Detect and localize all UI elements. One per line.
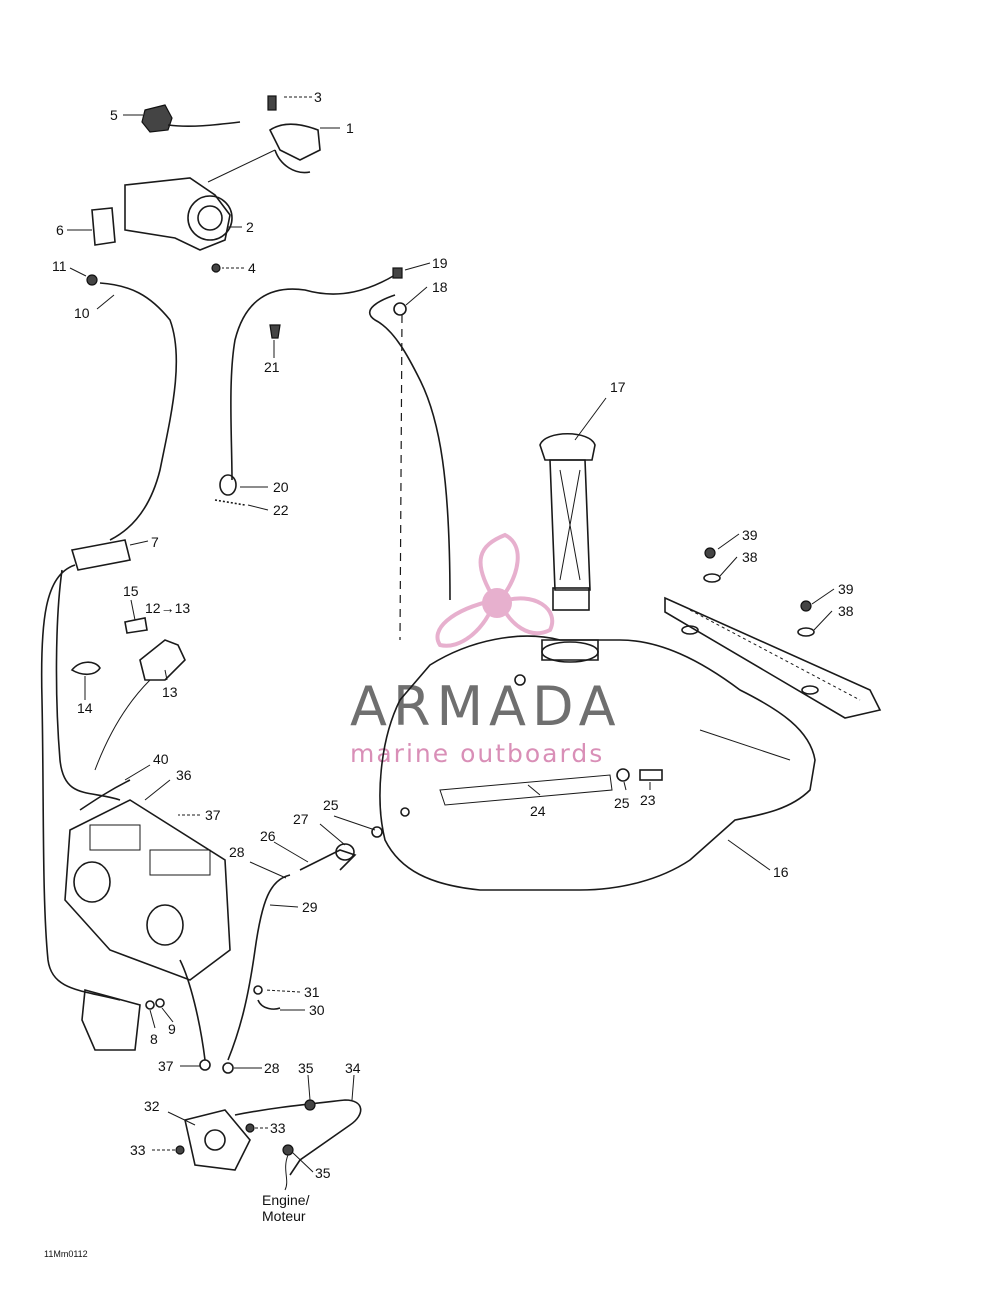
label-39b: 39 (838, 581, 854, 597)
label-28b: 28 (264, 1060, 280, 1076)
label-39a: 39 (742, 527, 758, 543)
tank-hardware (616, 768, 663, 782)
label-9: 9 (168, 1021, 176, 1037)
carburetor-assembly (64, 779, 231, 981)
label-22: 22 (273, 502, 289, 518)
label-25b: 25 (614, 795, 630, 811)
engine-label-line2: Moteur (262, 1208, 306, 1224)
label-6: 6 (56, 222, 64, 238)
label-32: 32 (144, 1098, 160, 1114)
label-13: 13 (162, 684, 178, 700)
label-15: 15 (123, 583, 139, 599)
label-37b: 37 (158, 1058, 174, 1074)
mounting-rail (664, 547, 882, 719)
label-5: 5 (110, 107, 118, 123)
label-26: 26 (260, 828, 276, 844)
label-33a: 33 (130, 1142, 146, 1158)
label-27: 27 (293, 811, 309, 827)
armada-propeller-logo (435, 532, 554, 648)
engine-label-line1: Engine/ (262, 1192, 310, 1208)
label-35a: 35 (298, 1060, 314, 1076)
fuel-tank (379, 635, 816, 891)
label-31: 31 (304, 984, 320, 1000)
label-29: 29 (302, 899, 318, 915)
label-17: 17 (610, 379, 626, 395)
label-28a: 28 (229, 844, 245, 860)
label-7: 7 (151, 534, 159, 550)
label-35b: 35 (315, 1165, 331, 1181)
fuel-lines-and-pump (81, 826, 383, 1191)
label-11: 11 (52, 258, 67, 274)
label-3: 3 (314, 89, 322, 105)
label-8: 8 (150, 1031, 158, 1047)
label-38b: 38 (838, 603, 854, 619)
label-2: 2 (246, 219, 254, 235)
label-33b: 33 (270, 1120, 286, 1136)
throttle-cable (40, 274, 178, 1001)
label-23: 23 (640, 792, 656, 808)
throttle-handle-assembly (91, 95, 321, 273)
label-40: 40 (153, 751, 169, 767)
label-25a: 25 (323, 797, 339, 813)
label-12-to-13: 12→13 (145, 600, 190, 616)
part-labels: 3 1 5 2 6 4 11 10 19 18 21 17 20 22 39 3… (44, 89, 854, 1259)
label-1: 1 (346, 120, 354, 136)
label-30: 30 (309, 1002, 325, 1018)
label-24: 24 (530, 803, 546, 819)
watermark-subtitle: marine outboards (350, 739, 604, 768)
label-14: 14 (77, 700, 93, 716)
small-fittings (70, 617, 186, 771)
label-18: 18 (432, 279, 448, 295)
label-4: 4 (248, 260, 256, 276)
vent-tube (214, 267, 451, 641)
label-16: 16 (773, 864, 789, 880)
watermark-title: ARMADA (350, 675, 622, 738)
label-37a: 37 (205, 807, 221, 823)
label-34: 34 (345, 1060, 361, 1076)
fuel-gauge (539, 433, 599, 663)
label-38a: 38 (742, 549, 758, 565)
label-21: 21 (264, 359, 280, 375)
label-10: 10 (74, 305, 90, 321)
label-20: 20 (273, 479, 289, 495)
figure-code: 11Mm0112 (44, 1249, 88, 1259)
leader-lines (67, 96, 835, 1173)
label-36: 36 (176, 767, 192, 783)
label-19: 19 (432, 255, 448, 271)
